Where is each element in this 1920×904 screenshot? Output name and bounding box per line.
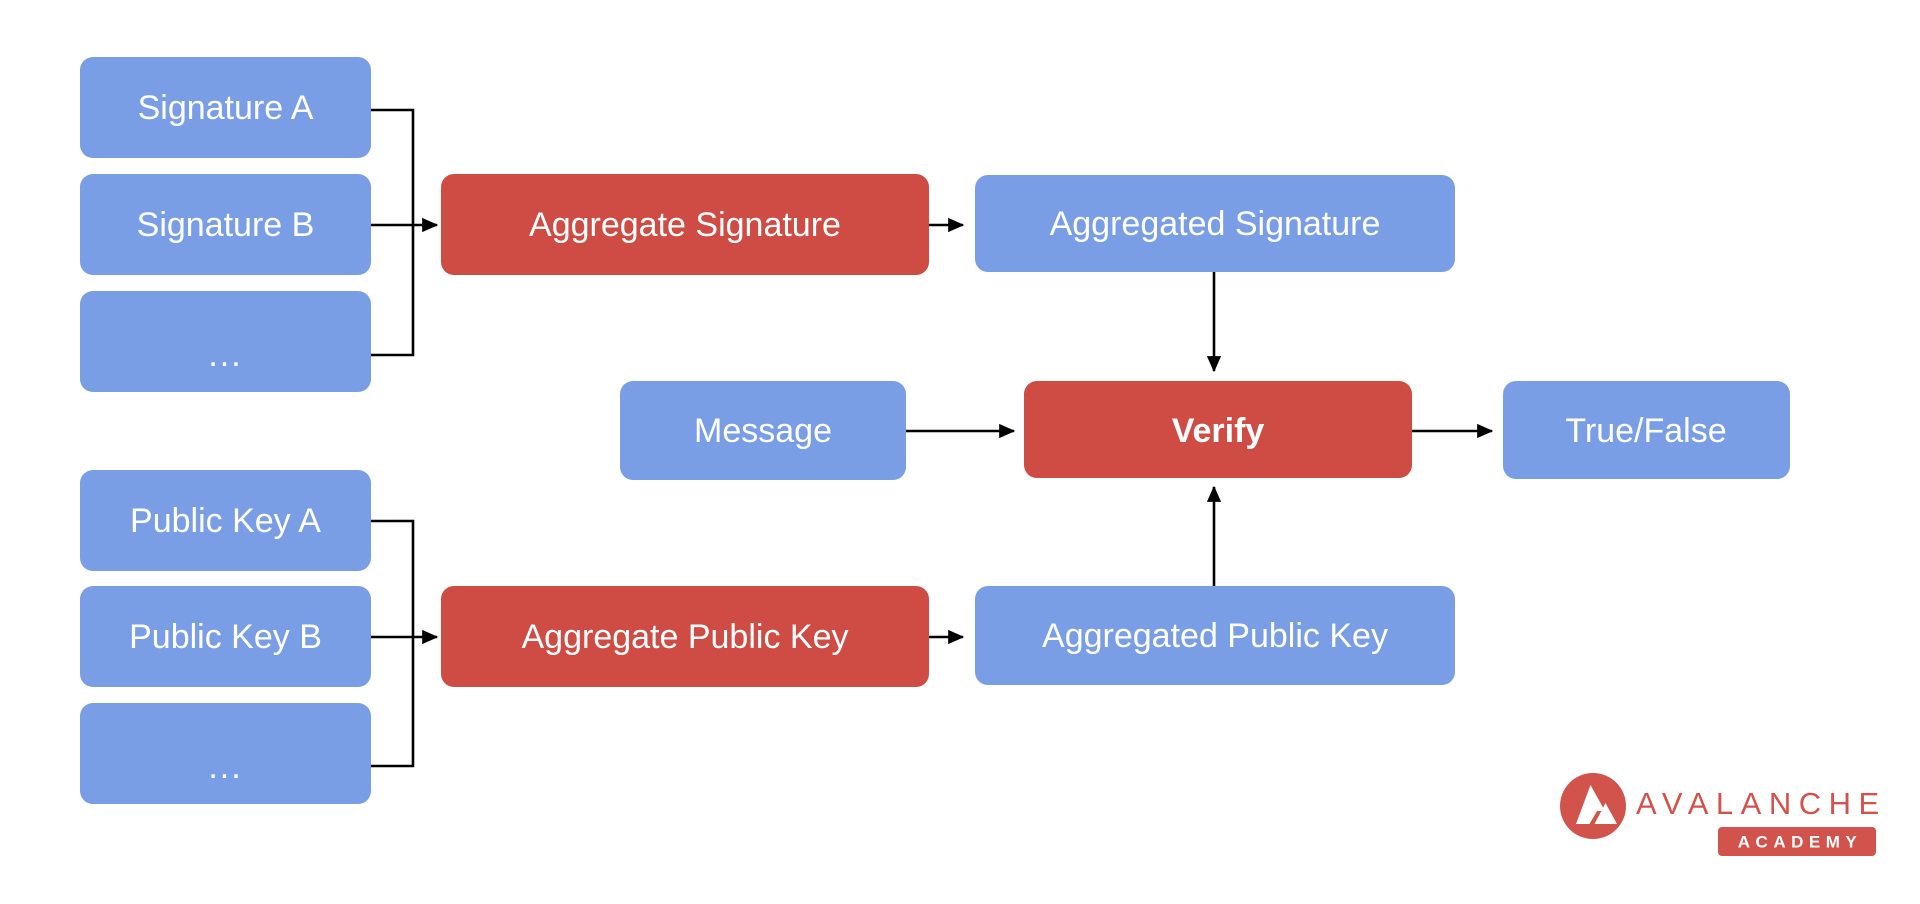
node-aggregate-public-key[interactable]: Aggregate Public Key [441, 586, 929, 687]
node-aggregate-signature[interactable]: Aggregate Signature [441, 174, 929, 275]
node-true-false[interactable]: True/False [1503, 381, 1790, 479]
avalanche-academy-logo: AVALANCHE ACADEMY [1560, 773, 1887, 856]
node-true-false-label: True/False [1565, 412, 1726, 450]
edge-signature-more-to-aggregate [371, 225, 415, 357]
node-public-key-a[interactable]: Public Key A [80, 470, 371, 571]
node-public-key-a-label: Public Key A [130, 502, 321, 540]
node-public-key-more[interactable]: ... [80, 703, 371, 804]
node-aggregate-signature-label: Aggregate Signature [529, 206, 841, 244]
node-signature-a[interactable]: Signature A [80, 57, 371, 158]
node-aggregated-signature-label: Aggregated Signature [1050, 205, 1381, 243]
edge-public-key-a-to-aggregate [371, 519, 415, 637]
node-message[interactable]: Message [620, 381, 906, 480]
node-verify[interactable]: Verify [1024, 381, 1412, 478]
node-public-key-more-label: ... [208, 748, 242, 786]
brand-sub-label: ACADEMY [1738, 832, 1862, 851]
node-aggregated-public-key[interactable]: Aggregated Public Key [975, 586, 1455, 685]
node-signature-b-label: Signature B [137, 206, 315, 244]
node-signature-b[interactable]: Signature B [80, 174, 371, 275]
node-signature-more-label: ... [208, 336, 242, 374]
node-verify-label: Verify [1172, 412, 1265, 450]
node-public-key-b[interactable]: Public Key B [80, 586, 371, 687]
node-signature-a-label: Signature A [138, 89, 314, 127]
node-aggregated-public-key-label: Aggregated Public Key [1042, 617, 1388, 655]
edge-signature-a-to-aggregate [371, 108, 415, 225]
edge-layer [371, 108, 1494, 768]
node-signature-more[interactable]: ... [80, 291, 371, 392]
avalanche-logo-icon [1560, 773, 1626, 839]
node-aggregated-signature[interactable]: Aggregated Signature [975, 175, 1455, 272]
brand-sub-banner [1718, 827, 1876, 856]
brand-wordmark: AVALANCHE [1636, 786, 1887, 821]
node-aggregate-public-key-label: Aggregate Public Key [522, 618, 849, 656]
node-message-label: Message [694, 412, 832, 450]
node-public-key-b-label: Public Key B [129, 618, 322, 656]
edge-public-key-more-to-aggregate [371, 637, 415, 768]
